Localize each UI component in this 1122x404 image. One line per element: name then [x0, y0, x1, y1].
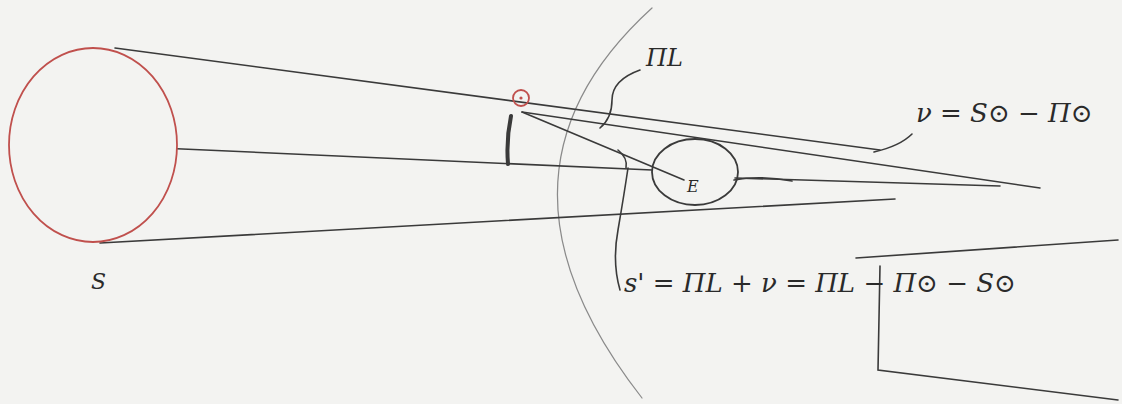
- leader-pi-l: [600, 70, 640, 128]
- nu-equation: ν = S⊙ − Π⊙: [916, 98, 1093, 128]
- node-text: S: [91, 269, 106, 294]
- sun-circle: S: [7, 47, 179, 297]
- s-prime-equation: s' = ΠL + ν = ΠL − Π⊙ − S⊙: [624, 268, 1016, 298]
- moon-earth-line: [522, 112, 684, 180]
- center-line-extension: [735, 178, 1000, 186]
- circle-outline: [650, 137, 740, 209]
- box-line-top: [856, 240, 1118, 258]
- circle-outline: [7, 47, 179, 297]
- tangent-line-upper: [115, 48, 880, 150]
- moon-dot: [519, 96, 522, 99]
- umbra-arc: [507, 116, 511, 164]
- angle-mark: [618, 150, 626, 168]
- parallax-label: ΠL: [646, 44, 683, 72]
- node-text: E: [687, 177, 699, 196]
- tangent-line-lower: [100, 199, 895, 243]
- leader-earth: [734, 178, 792, 181]
- earth-circle: E: [650, 137, 740, 209]
- center-line: [177, 149, 652, 170]
- moon-symbol: [513, 90, 529, 106]
- moon-orbit-arc: [557, 8, 652, 398]
- leader-nu: [874, 134, 912, 152]
